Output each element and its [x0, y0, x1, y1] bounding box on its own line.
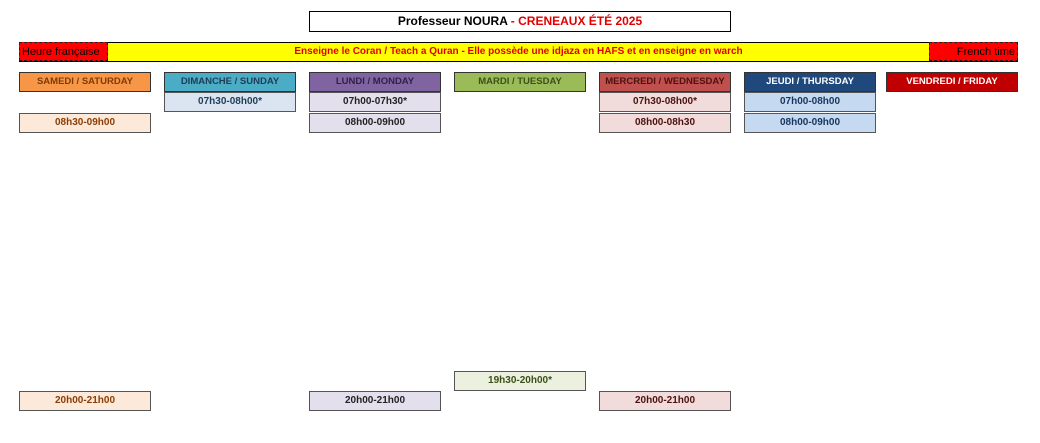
banner-description: Enseigne le Coran / Teach a Quran - Elle… — [294, 46, 743, 57]
teacher-name: Professeur NOURA — [397, 14, 508, 28]
slot-monday-0800: 08h00-09h00 — [309, 113, 441, 133]
slot-tuesday-1930: 19h30-20h00* — [454, 371, 586, 391]
day-header-thursday: JEUDI / THURSDAY — [744, 72, 876, 92]
day-header-saturday: SAMEDI / SATURDAY — [19, 72, 151, 92]
slot-saturday-2000: 20h00-21h00 — [19, 391, 151, 411]
slot-saturday-0830: 08h30-09h00 — [19, 113, 151, 133]
banner-french-hour-label: Heure française — [19, 42, 108, 61]
slot-wednesday-0800: 08h00-08h30 — [599, 113, 731, 133]
day-header-friday: VENDREDI / FRIDAY — [886, 72, 1018, 92]
slot-thursday-0700: 07h00-08h00 — [744, 92, 876, 112]
day-header-wednesday: MERCREDI / WEDNESDAY — [599, 72, 731, 92]
day-header-sunday: DIMANCHE / SUNDAY — [164, 72, 296, 92]
page-title: Professeur NOURA - CRENEAUX ÉTÉ 2025 — [309, 11, 731, 32]
slot-thursday-0800: 08h00-09h00 — [744, 113, 876, 133]
schedule-period: CRENEAUX ÉTÉ 2025 — [518, 14, 643, 28]
slot-monday-0700: 07h00-07h30* — [309, 92, 441, 112]
title-separator: - — [507, 14, 519, 28]
slot-monday-2000: 20h00-21h00 — [309, 391, 441, 411]
banner-french-time-label: French time — [929, 42, 1018, 61]
slot-sunday-0730: 07h30-08h00* — [164, 92, 296, 112]
slot-wednesday-0730: 07h30-08h00* — [599, 92, 731, 112]
info-banner: Enseigne le Coran / Teach a Quran - Elle… — [19, 42, 1018, 62]
slot-wednesday-2000: 20h00-21h00 — [599, 391, 731, 411]
day-header-tuesday: MARDI / TUESDAY — [454, 72, 586, 92]
day-header-monday: LUNDI / MONDAY — [309, 72, 441, 92]
